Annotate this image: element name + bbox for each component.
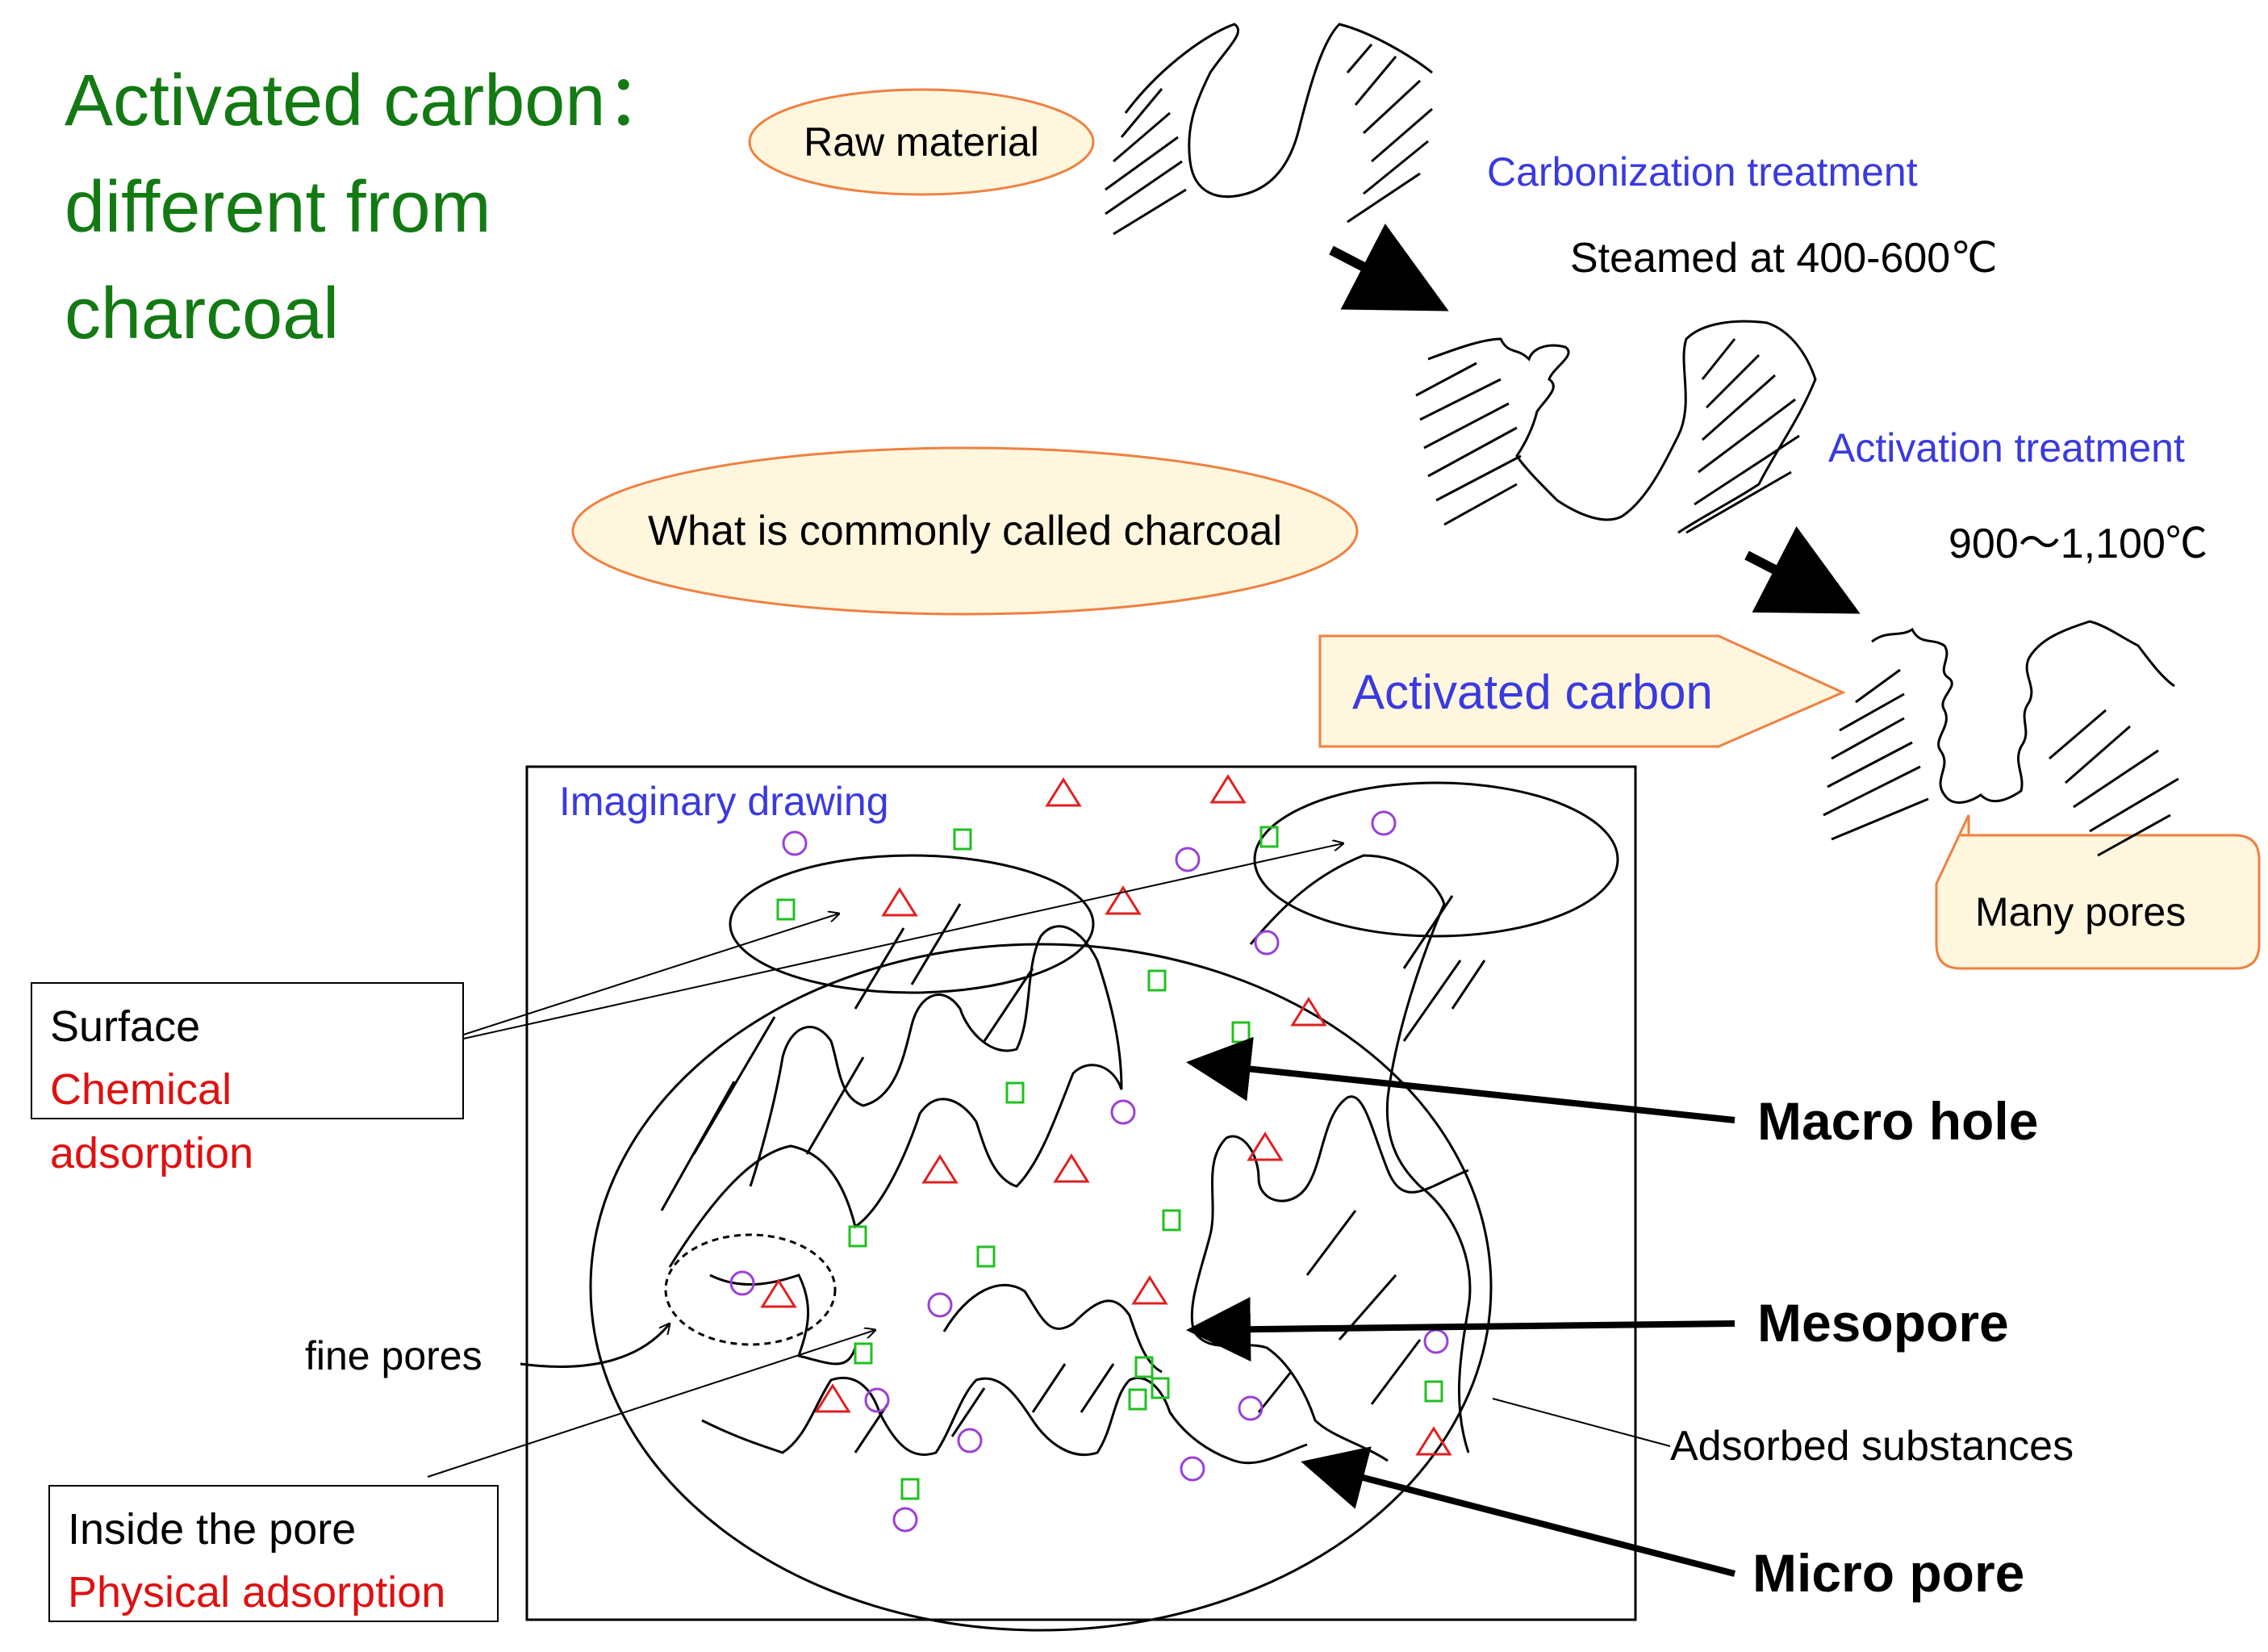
- surface-label: Surface: [50, 1002, 201, 1051]
- adsorbed-circles: [729, 810, 1449, 1533]
- surface-arrow-left: [423, 914, 839, 1048]
- title-line-2: different from: [65, 167, 491, 248]
- carbon-particle: [589, 854, 1493, 1632]
- surface-arrow-right: [423, 843, 1343, 1048]
- micro-pore-arrow: [1301, 1446, 1736, 1577]
- surface-highlight-right: [1253, 781, 1619, 938]
- adsorbed-triangles: [760, 774, 1452, 1456]
- raw-material-bubble: [748, 88, 1095, 196]
- macro-hole-arrow: [1186, 1036, 1735, 1123]
- activated-carbon-callout: [1318, 634, 1846, 748]
- imaginary-drawing-caption: Imaginary drawing: [559, 779, 889, 824]
- charcoal-bubble: [571, 446, 1359, 616]
- surface-highlight-left: [729, 854, 1095, 994]
- activation-temperature: 900～1,100℃: [1948, 521, 2207, 567]
- title-line-1: Activated carbon：: [65, 61, 679, 141]
- carbonization-arrow: [1329, 224, 1449, 312]
- raw-material-label: Raw material: [750, 90, 1093, 194]
- mesopore-arrow: [1186, 1297, 1735, 1362]
- many-pores-label: Many pores: [1975, 889, 2187, 935]
- adsorbed-substances-label: Adsorbed substances: [1670, 1423, 2074, 1470]
- activation-arrow: [1744, 526, 1861, 614]
- many-pores-callout: [1935, 814, 2261, 970]
- mesopore-label: Mesopore: [1757, 1293, 2009, 1353]
- inside-pore-arrow: [427, 1330, 875, 1478]
- title-line-3: charcoal: [65, 274, 340, 354]
- carbonized-sketch: [1415, 320, 1817, 534]
- carbonization-label: Carbonization treatment: [1487, 149, 1918, 194]
- fine-pores-highlight: [664, 1233, 837, 1346]
- chemical-adsorption-label: Chemical adsorption: [50, 1065, 254, 1177]
- commonly-called-label: What is commonly called charcoal: [573, 448, 1357, 614]
- adsorbed-squares: [776, 826, 1443, 1500]
- commonly-called-text: What is commonly called charcoal: [647, 508, 1283, 554]
- imaginary-drawing-frame: [525, 765, 1637, 1621]
- raw-material-text: Raw material: [804, 119, 1039, 165]
- inside-pore-box: Inside the pore Physical adsorption: [48, 1485, 499, 1622]
- activation-label: Activation treatment: [1828, 425, 2185, 471]
- surface-box: Surface Chemical adsorption: [31, 982, 464, 1177]
- macro-hole-label: Macro hole: [1757, 1091, 2039, 1151]
- raw-material-sketch: [1105, 23, 1433, 236]
- physical-adsorption-label: Physical adsorption: [68, 1568, 446, 1617]
- adsorbed-substances-line: [1492, 1398, 1671, 1447]
- carbonization-temperature: Steamed at 400-600℃: [1570, 235, 1998, 282]
- inside-pore-label: Inside the pore: [68, 1505, 357, 1554]
- fine-pores-label: fine pores: [305, 1333, 482, 1378]
- micro-pore-label: Micro pore: [1752, 1543, 2025, 1603]
- fine-pores-arrow: [520, 1324, 670, 1368]
- activated-carbon-label: Activated carbon: [1352, 665, 1713, 719]
- activated-sketch: [1823, 620, 2179, 857]
